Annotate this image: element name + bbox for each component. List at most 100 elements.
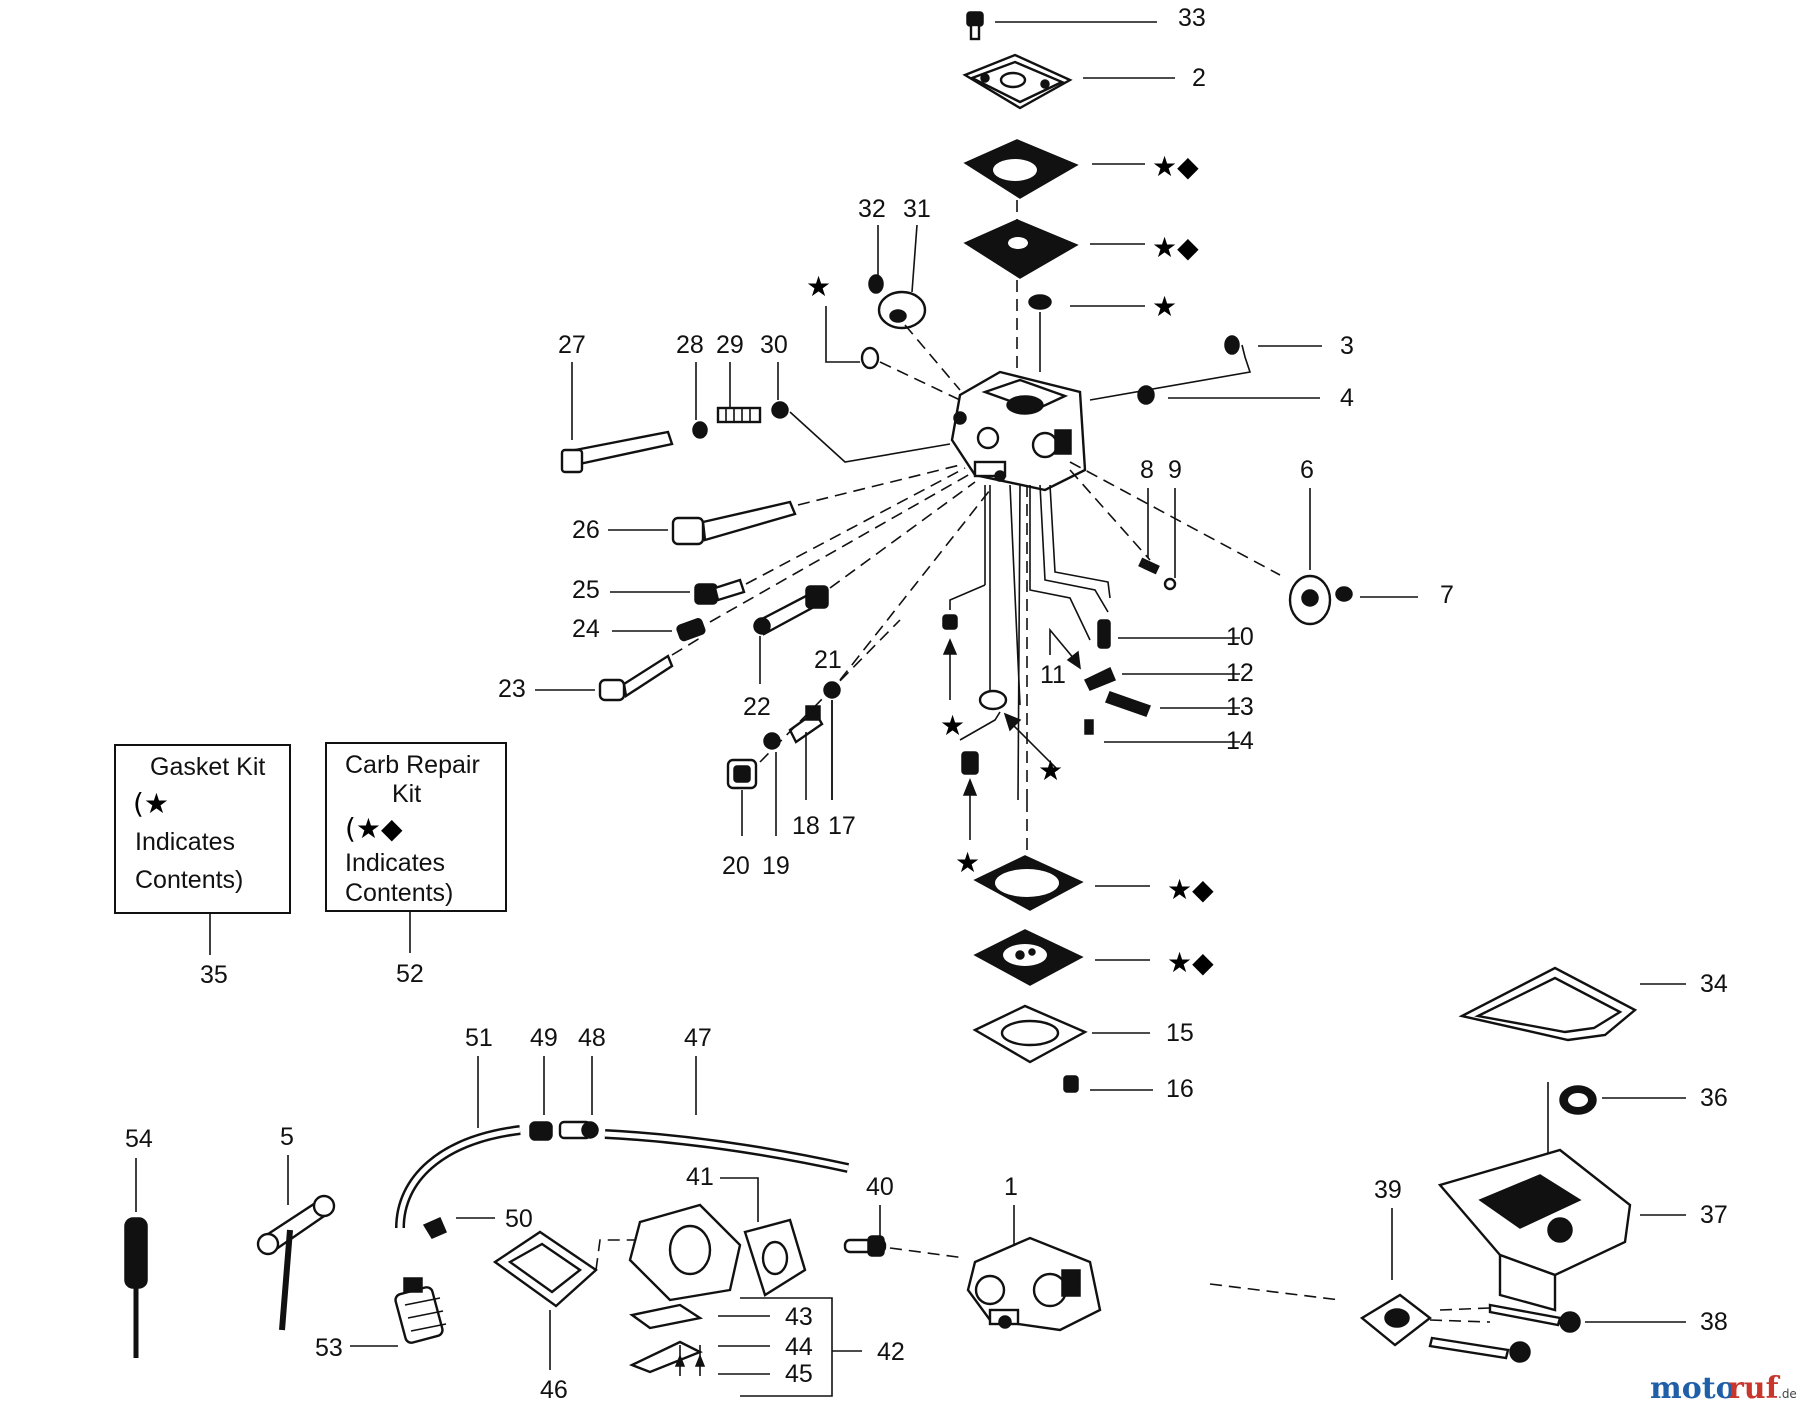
carb-kit-title: Carb Repair [345,751,480,779]
part-13-spring [1105,691,1151,717]
watermark-part2: ruf [1728,1371,1781,1406]
part-33-screw [966,11,984,41]
part-25-screw [694,578,746,605]
carb-kit-title-2: Kit [392,780,421,808]
callout-33: 33 [1178,4,1206,32]
callout-32: 32 [858,195,886,223]
callout-14: 14 [1226,727,1254,755]
part-38-bolts [1428,1303,1581,1363]
part-9-ring [1163,577,1177,591]
callout-48: 48 [578,1024,606,1052]
callout-31: 31 [903,195,931,223]
part-53-fuel-filter [394,1277,447,1344]
part-40-bolt [843,1235,887,1257]
callout-51: 51 [465,1024,493,1052]
center-o-ring [978,689,1008,711]
callout-24: 24 [572,615,600,643]
pump-gasket-kit-symbol: ★◆ [1167,873,1214,906]
callout-1: 1 [1004,1173,1018,1201]
part-39-bracket [1359,1293,1432,1347]
part-6-lever [1288,574,1332,626]
callout-10: 10 [1226,623,1254,651]
part-28-washer [692,421,708,439]
callout-43: 43 [785,1303,813,1331]
callout-8: 8 [1140,456,1154,484]
callout-35: 35 [200,961,228,989]
metering-diaphragm [963,219,1079,279]
part-37-filter-base [1437,1148,1632,1312]
valve-kit-symbol: ★ [940,709,965,742]
callout-15: 15 [1166,1019,1194,1047]
callout-40: 40 [866,1173,894,1201]
carb-kit-line5: Contents) [345,879,453,907]
gasket-kit-line3: Indicates [135,828,235,856]
callout-22: 22 [743,693,771,721]
part-41-adaptor [628,1203,807,1302]
callout-34: 34 [1700,970,1728,998]
gasket-kit-line4: Contents) [135,866,243,894]
carb-repair-kit-box: Carb Repair Kit (★◆ Indicates Contents) [325,742,507,912]
part-47-fuel-hose [604,1129,850,1173]
part-29-spring [716,406,762,424]
motoruf-watermark: moto ruf .de [1650,1371,1797,1406]
part-26-screw [671,500,797,546]
callout-5: 5 [280,1123,294,1151]
metering-gasket-1 [963,139,1079,199]
callout-18: 18 [792,812,820,840]
gasket-kit-title: Gasket Kit [150,753,265,781]
callout-12: 12 [1226,659,1254,687]
part-45-screw [674,1353,686,1367]
watermark-part1: moto [1650,1371,1736,1406]
callout-47: 47 [684,1024,712,1052]
carb-kit-symbol: (★◆ [345,812,403,845]
lower-valve-kit-symbol: ★ [955,846,980,879]
part-24-spring [676,618,706,642]
part-20-plug [726,758,758,790]
callout-3: 3 [1340,332,1354,360]
part-31-plate [877,290,927,330]
callout-52: 52 [396,960,424,988]
callout-25: 25 [572,576,600,604]
callout-2: 2 [1192,64,1206,92]
lower-check-valve [961,751,979,775]
callout-36: 36 [1700,1084,1728,1112]
o-ring-kit-symbol: ★ [1152,290,1177,323]
pump-gasket [973,855,1084,911]
carburetor-body [950,370,1087,492]
part-8-pin [1138,557,1160,575]
callout-20: 20 [722,852,750,880]
diaphragm-kit-symbol: ★◆ [1152,231,1199,264]
part-22-needle [753,585,829,636]
part-43-reed-plate [629,1303,704,1330]
callout-41: 41 [686,1163,714,1191]
part-3-screw [1224,335,1240,355]
center-check-valve [942,614,958,630]
callout-38: 38 [1700,1308,1728,1336]
part-19-washer [763,732,781,750]
callout-30: 30 [760,331,788,359]
part-18-jet [788,705,824,744]
callout-23: 23 [498,675,526,703]
callout-54: 54 [125,1125,153,1153]
callout-28: 28 [676,331,704,359]
callout-50: 50 [505,1205,533,1233]
part-54-screwdriver [124,1217,148,1358]
part-48-connector [558,1120,599,1140]
pump-diaphragm [973,929,1084,986]
callout-6: 6 [1300,456,1314,484]
part-10-needle-valve [1097,619,1111,649]
part-50-clip [422,1217,447,1239]
part-36-grommet [1559,1085,1597,1115]
callout-42: 42 [877,1338,905,1366]
callout-29: 29 [716,331,744,359]
callout-27: 27 [558,331,586,359]
part-51-fuel-line [395,1125,521,1229]
part-34-air-filter-cover [1458,966,1638,1042]
callout-44: 44 [785,1333,813,1361]
part-23-needle [598,654,674,702]
gasket-1-kit-symbol: ★◆ [1152,150,1199,183]
callout-49: 49 [530,1024,558,1052]
part-15-pump-cover [972,1004,1088,1064]
part-46-intake-gasket [492,1230,598,1308]
